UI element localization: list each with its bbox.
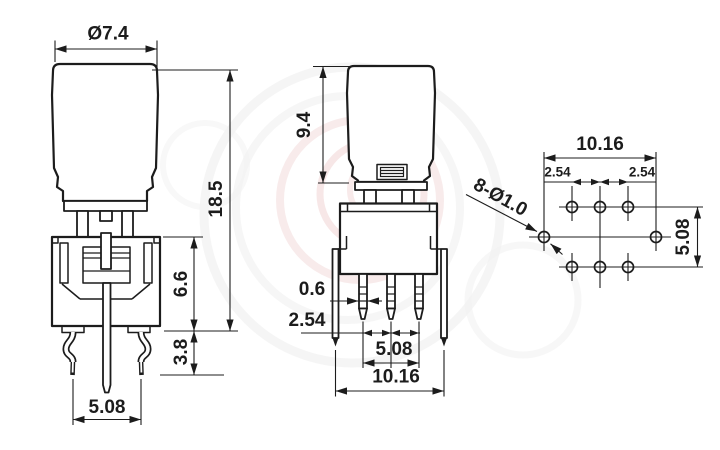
pcb-hole: [593, 200, 607, 214]
dim-cap-diameter: Ø7.4: [54, 24, 158, 67]
dim-body-height: 6.6: [163, 236, 203, 331]
dim-label-pin-span: 5.08: [376, 339, 413, 360]
pcb-hole: [593, 260, 607, 274]
bent-lead-right: [137, 331, 152, 376]
pcb-hole: [621, 200, 635, 214]
dim-hole-span-v: 5.08: [634, 206, 703, 268]
body-slot-right: [143, 242, 153, 284]
dim-label-pitch-right: 2.54: [629, 165, 656, 180]
dim-label-lead-span: 5.08: [89, 397, 126, 418]
dim-label-hole-span-v: 5.08: [673, 219, 694, 256]
plunger-shaft: [100, 232, 112, 270]
dim-label-pitch-left: 2.54: [544, 165, 571, 180]
bent-lead-left: [62, 331, 77, 376]
pcb-hole: [537, 230, 551, 244]
cap-flange: [63, 200, 148, 212]
switch-body-front: [338, 202, 439, 276]
body-slot-left: [59, 242, 69, 284]
terminal-pin-center: [386, 273, 396, 320]
dim-label-pin-width: 0.6: [299, 279, 325, 300]
neck-post-left: [76, 210, 89, 238]
dim-label-bracket-span: 10.16: [372, 367, 420, 388]
neck-post-left-front: [363, 189, 377, 205]
cap-flange-front: [354, 181, 428, 191]
dim-label-lead-length: 3.8: [171, 339, 192, 365]
dim-label-body-height: 6.6: [171, 271, 192, 297]
mounting-leg-right: [440, 248, 448, 347]
neck-center-tab: [99, 210, 113, 222]
center-terminal-pin: [102, 282, 112, 394]
pcb-hole: [621, 260, 635, 274]
pcb-hole: [565, 260, 579, 274]
pcb-hole: [649, 230, 663, 244]
button-cap-side: [50, 62, 160, 203]
cap-rib-detail: [376, 163, 408, 181]
front-view: 9.4 0.6 2.54 5.08 10.16: [289, 64, 448, 397]
neck-post-right: [121, 210, 134, 238]
neck-post-right-front: [401, 189, 415, 205]
pcb-hole: [565, 200, 579, 214]
mounting-leg-left: [331, 248, 340, 347]
dim-label-hole-span-h: 10.16: [576, 134, 624, 155]
terminal-pin-left: [358, 273, 368, 320]
dim-label-cap-height: 9.4: [294, 111, 315, 138]
dim-label-total-height: 18.5: [206, 180, 227, 217]
dim-total-height: 18.5: [152, 69, 238, 332]
dim-label-cap-diameter: Ø7.4: [87, 24, 129, 45]
side-view: Ø7.4 18.5 6.6 3.8 5.08: [50, 24, 238, 425]
dim-label-pin-pitch: 2.54: [289, 310, 326, 331]
dim-lead-length: 3.8: [160, 331, 224, 376]
dim-pin-span: 5.08: [363, 339, 419, 367]
dim-pin-width: 0.6: [299, 279, 382, 305]
dim-lead-span: 5.08: [72, 379, 142, 425]
terminal-pin-right: [414, 273, 424, 320]
dim-cap-height: 9.4: [294, 65, 352, 184]
dim-hole-pitch: 2.54 2.54: [544, 165, 656, 186]
dim-bracket-span: 10.16: [334, 350, 445, 397]
dim-hole-span-h: 10.16: [544, 134, 656, 162]
